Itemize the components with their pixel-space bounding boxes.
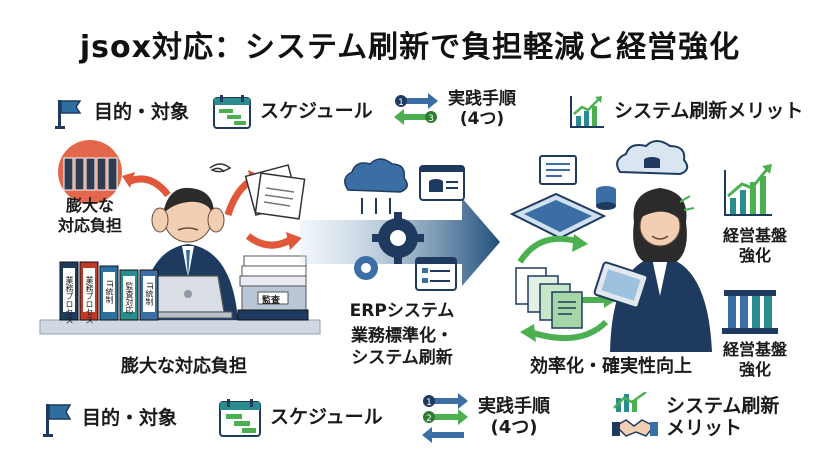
database-window-icon bbox=[419, 165, 465, 201]
top-benefits: システム刷新メリット bbox=[568, 94, 803, 130]
flying-papers-icon bbox=[244, 164, 306, 220]
page-title: jsox対応：システム刷新で負担軽減と経営強化 bbox=[79, 30, 741, 65]
bottom-steps-label: 実践手順(4つ) bbox=[478, 396, 550, 438]
bottom-schedule: スケジュール bbox=[218, 398, 383, 438]
stress-swirl-icon bbox=[209, 163, 232, 173]
red-arrow-right bbox=[245, 233, 292, 249]
bottom-schedule-label: スケジュール bbox=[270, 406, 383, 429]
desk bbox=[39, 319, 321, 335]
green-cycle-arrow-bottom bbox=[529, 319, 609, 342]
bottom-purpose: 目的・対象 bbox=[40, 400, 177, 438]
calendar-gantt-icon bbox=[218, 398, 262, 438]
bottom-benefits-line1: システム刷新 bbox=[666, 395, 780, 418]
binder-label-2: 業務プロセス bbox=[85, 276, 94, 324]
top-purpose-label: 目的・対象 bbox=[94, 101, 190, 124]
calendar-gantt-icon bbox=[212, 94, 252, 130]
top-steps-badge-3: 3 bbox=[428, 114, 434, 124]
monitor-icon bbox=[539, 155, 577, 185]
paper-box-label: 監査 bbox=[262, 296, 281, 306]
standardize-line1: 業務標準化・ bbox=[351, 326, 453, 346]
bottom-steps-badge-1: 1 bbox=[426, 398, 432, 408]
standardize-line2: システム刷新 bbox=[351, 348, 453, 369]
top-benefits-label: システム刷新メリット bbox=[614, 100, 804, 123]
right-caption: 効率化・確実性向上 bbox=[530, 356, 692, 377]
gear-icon bbox=[372, 212, 424, 264]
burden-callout-line1: 膨大な bbox=[65, 196, 114, 215]
bottom-steps-line2: (4つ) bbox=[490, 417, 538, 438]
right-cloud-icon bbox=[616, 140, 689, 176]
binder-label-4: 監査対応 bbox=[125, 282, 134, 314]
burden-callout-line2: 対応負担 bbox=[57, 216, 122, 235]
documents-icon bbox=[515, 267, 583, 329]
two-way-arrows-icon: 1 3 bbox=[392, 90, 440, 130]
stacked-binders-icon bbox=[58, 140, 122, 204]
platform-tablet-icon bbox=[509, 192, 607, 240]
top-steps-line1: 実践手順 bbox=[448, 89, 516, 110]
binder-label-3: IT統制 bbox=[105, 280, 114, 304]
green-cycle-arrow-top bbox=[517, 235, 581, 264]
side-label-2-line2: 強化 bbox=[738, 360, 771, 379]
growth-chart-large-icon bbox=[724, 164, 772, 216]
top-icon-bar: 目的・対象 スケジュール 1 3 実践手順(4つ) システム刷新メリット bbox=[0, 88, 820, 136]
binder-label-1: 業務プロセス bbox=[65, 276, 74, 324]
paper-stack-icon bbox=[237, 255, 309, 321]
top-steps-badge-1: 1 bbox=[398, 98, 404, 108]
growth-chart-icon bbox=[568, 94, 606, 130]
burden-callout: 膨大な 対応負担 bbox=[42, 196, 138, 236]
bottom-steps: 1 2 実践手順(4つ) bbox=[420, 392, 550, 444]
pillars-icon bbox=[722, 290, 778, 334]
list-window-icon bbox=[415, 257, 457, 291]
erp-label: ERPシステム bbox=[349, 301, 455, 321]
flag-icon bbox=[40, 400, 74, 438]
small-gear-icon bbox=[354, 256, 378, 280]
top-purpose: 目的・対象 bbox=[52, 96, 189, 130]
two-way-arrows-icon: 1 2 bbox=[420, 392, 470, 444]
bottom-icon-bar: 目的・対象 スケジュール 1 2 実践手順(4つ) bbox=[0, 390, 820, 452]
flag-icon bbox=[52, 96, 86, 130]
bottom-steps-line1: 実践手順 bbox=[478, 396, 550, 418]
left-caption: 膨大な対応負担 bbox=[121, 356, 247, 377]
side-label-1-line1: 経営基盤 bbox=[722, 226, 787, 245]
database-icon bbox=[596, 186, 616, 210]
desk-binders bbox=[59, 261, 159, 321]
bottom-steps-badge-2: 2 bbox=[426, 414, 432, 424]
standardize-label: 業務標準化・ システム刷新 bbox=[320, 325, 484, 369]
top-schedule: スケジュール bbox=[212, 94, 373, 130]
top-steps: 1 3 実践手順(4つ) bbox=[392, 90, 516, 130]
binder-label-5: IT統制 bbox=[145, 282, 154, 306]
top-steps-line2: (4つ) bbox=[459, 109, 505, 129]
top-steps-label: 実践手順(4つ) bbox=[448, 90, 516, 129]
side-label-1-line2: 強化 bbox=[738, 246, 771, 265]
side-label-2-line1: 経営基盤 bbox=[722, 340, 787, 359]
chart-handshake-icon bbox=[612, 392, 658, 444]
top-schedule-label: スケジュール bbox=[260, 100, 373, 123]
side-label-2: 経営基盤 強化 bbox=[712, 340, 798, 380]
bottom-benefits: システム刷新メリット bbox=[612, 392, 779, 444]
bottom-benefits-line2: メリット bbox=[666, 417, 743, 439]
cloud-icon bbox=[344, 158, 408, 214]
red-arrow-left bbox=[126, 175, 171, 198]
bottom-benefits-label: システム刷新メリット bbox=[666, 395, 780, 440]
handheld-tablet-icon bbox=[593, 261, 649, 309]
side-label-1: 経営基盤 強化 bbox=[712, 226, 798, 266]
bottom-purpose-label: 目的・対象 bbox=[82, 407, 178, 430]
